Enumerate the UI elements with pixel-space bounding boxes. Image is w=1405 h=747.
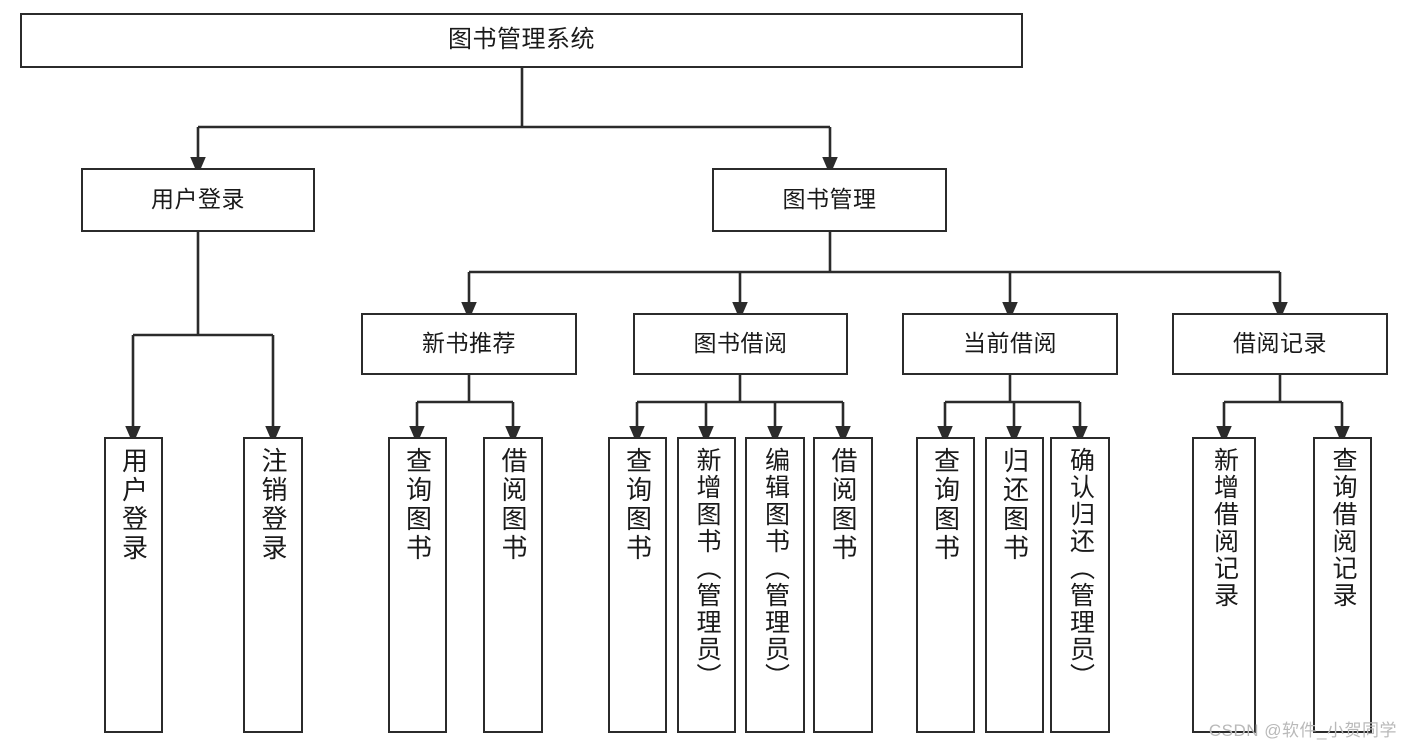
node-borrow-record[interactable]: 借阅记录 — [1172, 313, 1388, 375]
leaf-new-book-borrow[interactable]: 借阅图书 — [483, 437, 543, 733]
node-label: 用户登录 — [118, 447, 149, 563]
node-label: 归还图书 — [999, 447, 1030, 563]
leaf-book-borrow-add[interactable]: 新增图书（管理员） — [677, 437, 736, 733]
node-label: 查询图书 — [402, 447, 433, 563]
leaf-book-borrow-edit[interactable]: 编辑图书（管理员） — [745, 437, 805, 733]
node-book-manage[interactable]: 图书管理 — [712, 168, 947, 232]
node-label: 查询图书 — [930, 447, 961, 563]
leaf-user-login-logout[interactable]: 注销登录 — [243, 437, 303, 733]
leaf-borrow-record-query[interactable]: 查询借阅记录 — [1313, 437, 1372, 733]
leaf-current-borrow-query[interactable]: 查询图书 — [916, 437, 975, 733]
node-label: 借阅图书 — [498, 447, 528, 563]
node-label: 图书借阅 — [693, 330, 788, 357]
leaf-book-borrow-borrow[interactable]: 借阅图书 — [813, 437, 873, 733]
node-label: 当前借阅 — [963, 330, 1057, 357]
node-book-borrow[interactable]: 图书借阅 — [633, 313, 848, 375]
node-label: 编辑图书（管理员） — [761, 447, 790, 690]
leaf-user-login-login[interactable]: 用户登录 — [104, 437, 163, 733]
node-label: 查询图书 — [622, 447, 653, 563]
watermark: CSDN @软件_小贺同学 — [1208, 721, 1397, 740]
node-label: 新增借阅记录 — [1210, 447, 1239, 609]
node-label: 新书推荐 — [422, 330, 516, 357]
node-label: 借阅图书 — [828, 447, 858, 563]
leaf-current-borrow-confirm-return[interactable]: 确认归还（管理员） — [1050, 437, 1110, 733]
leaf-book-borrow-query[interactable]: 查询图书 — [608, 437, 667, 733]
leaf-new-book-query[interactable]: 查询图书 — [388, 437, 447, 733]
node-current-borrow[interactable]: 当前借阅 — [902, 313, 1118, 375]
node-label: 新增图书（管理员） — [693, 447, 721, 690]
node-label: 图书管理系统 — [448, 26, 595, 54]
node-user-login[interactable]: 用户登录 — [81, 168, 315, 232]
node-label: 查询借阅记录 — [1329, 447, 1357, 609]
node-root-system[interactable]: 图书管理系统 — [20, 13, 1023, 68]
node-label: 用户登录 — [151, 186, 245, 213]
node-label: 确认归还（管理员） — [1066, 447, 1095, 690]
leaf-borrow-record-add[interactable]: 新增借阅记录 — [1192, 437, 1256, 733]
node-label: 图书管理 — [782, 186, 877, 213]
node-new-book-recommend[interactable]: 新书推荐 — [361, 313, 577, 375]
node-label: 注销登录 — [258, 447, 288, 563]
leaf-current-borrow-return[interactable]: 归还图书 — [985, 437, 1044, 733]
node-label: 借阅记录 — [1233, 330, 1327, 357]
